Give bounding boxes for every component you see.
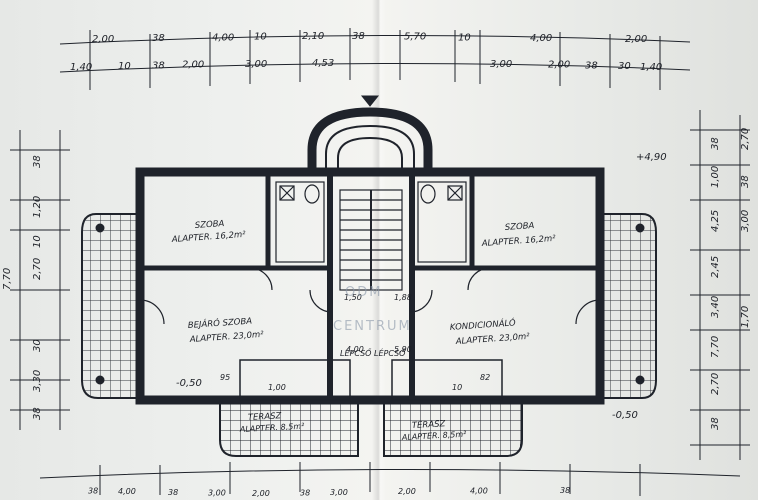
level-marker: +4,90 [636, 152, 667, 163]
dim-top-2: 3,00 [245, 59, 267, 70]
dim-right: 1,70 [740, 306, 751, 328]
dim-top-2: 4,53 [312, 58, 334, 69]
dim-interior: 4,00 [346, 345, 364, 354]
dim-bottom: 38 [88, 487, 98, 496]
room-name-left-top: SZOBA [195, 219, 225, 231]
central-staircase [339, 189, 403, 291]
dim-interior: 1,88 [394, 293, 412, 302]
dim-left: 38 [32, 407, 43, 420]
dim-top-2: 1,40 [70, 62, 92, 73]
dim-bottom: 38 [168, 488, 178, 497]
dim-top-1: 38 [352, 31, 365, 42]
dim-interior: 95 [220, 373, 230, 382]
dim-top-2: 2,00 [182, 60, 204, 71]
watermark-line-2: CENTRUM [333, 319, 412, 334]
porch-area-right: ALAPTER. 8,5m² [401, 430, 468, 442]
dim-top-2: 38 [152, 60, 165, 71]
dim-bottom: 38 [560, 486, 570, 495]
dim-top-2: 30 [618, 61, 631, 72]
dim-right: 38 [710, 137, 721, 150]
dim-right: 4,25 [710, 210, 721, 232]
dim-right: 38 [710, 417, 721, 430]
bathrooms [275, 181, 467, 263]
dim-left: 1,20 [32, 196, 43, 218]
dim-right: 3,00 [740, 210, 751, 232]
dim-top-1: 10 [254, 32, 267, 43]
dim-left: 10 [32, 235, 43, 248]
porch-area-left: ALAPTER. 8,5m² [239, 422, 306, 434]
dim-top-1: 10 [458, 32, 471, 43]
dimension-lines [10, 28, 750, 496]
dim-left: 3,30 [32, 370, 43, 392]
porch-name-left: TERASZ [248, 411, 282, 423]
dim-bottom: 4,00 [118, 487, 136, 496]
dim-bottom: 2,00 [252, 489, 270, 498]
dim-bottom: 4,00 [470, 487, 488, 496]
door-swings [139, 267, 601, 325]
dim-top-2: 38 [585, 60, 598, 71]
bottom-porches [219, 359, 523, 457]
dim-interior: 82 [480, 373, 490, 382]
dim-top-2: 3,00 [490, 59, 512, 70]
dim-right: 2,70 [740, 128, 751, 150]
stair-label-right: LÉPCSŐ [374, 347, 406, 358]
dim-right: 2,70 [710, 373, 721, 395]
dim-bottom: 3,00 [208, 488, 226, 497]
dim-interior: 5,90 [394, 345, 412, 354]
level-marker: -0,50 [612, 410, 638, 421]
watermark-line-1: ODM [345, 285, 382, 300]
dim-right: 1,00 [710, 166, 721, 188]
dim-interior: 10 [452, 383, 462, 392]
dim-top-2: 1,40 [640, 62, 662, 73]
dim-right: 7,70 [710, 336, 721, 358]
dim-top-1: 4,00 [212, 32, 234, 43]
dim-bottom: 2,00 [398, 487, 416, 496]
dim-bottom: 3,00 [330, 488, 348, 497]
dim-top-1: 2,10 [302, 31, 324, 42]
dim-left: 38 [32, 155, 43, 168]
entrance-bay [307, 95, 433, 172]
dim-interior: 1,50 [344, 293, 362, 302]
dim-left: 2,70 [32, 258, 43, 280]
stair-label-left: LÉPCSŐ [340, 347, 372, 358]
dim-top-2: 10 [118, 61, 131, 72]
dim-top-1: 2,00 [92, 34, 114, 45]
dim-right: 2,45 [710, 256, 721, 278]
dim-top-1: 4,00 [530, 33, 552, 44]
dim-top-1: 2,00 [625, 34, 647, 45]
room-name-right-top: SZOBA [505, 221, 535, 233]
dim-left: 30 [32, 339, 43, 352]
dim-right: 3,40 [710, 296, 721, 318]
side-decks [81, 213, 657, 399]
dim-top-2: 2,00 [548, 60, 570, 71]
dim-right: 38 [740, 175, 751, 188]
dim-top-1: 5,70 [404, 32, 426, 43]
dim-interior: 1,00 [268, 383, 286, 392]
dim-top-1: 38 [152, 33, 165, 44]
dim-bottom: 38 [300, 488, 310, 497]
level-marker: -0,50 [176, 378, 202, 389]
dim-left: 7,70 [2, 268, 13, 290]
porch-name-right: TERASZ [412, 419, 446, 431]
